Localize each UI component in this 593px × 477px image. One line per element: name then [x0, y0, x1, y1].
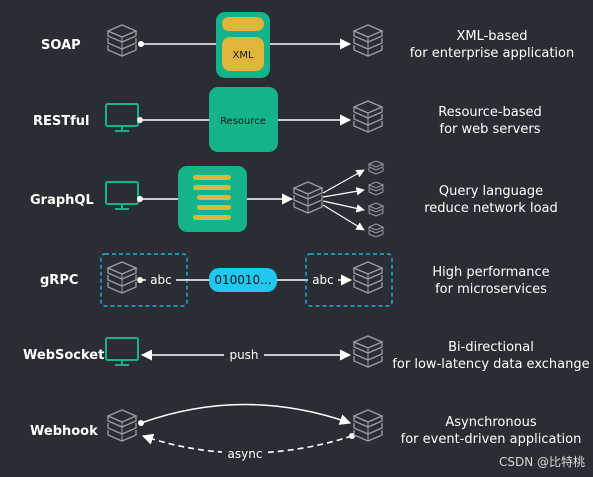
soap-envelope-header: [222, 17, 264, 31]
server-stack-icon: [368, 223, 384, 238]
grpc-right-label: abc: [312, 273, 334, 287]
grpc-arrow-origin: [137, 277, 143, 283]
row-soap: SOAP XML XML-based for enterprise applic…: [41, 12, 574, 78]
grpc-binary-label: 010010...: [214, 273, 271, 287]
soap-arrow-origin: [138, 41, 144, 47]
watermark: CSDN @比特桃: [499, 454, 585, 469]
resource-label: Resource: [220, 116, 266, 127]
server-stack-icon: [368, 160, 384, 175]
grpc-desc-line-1: High performance: [432, 265, 549, 280]
grpc-right-label-bg: [308, 271, 338, 289]
server-stack-icon: [107, 409, 137, 442]
webhook-async-label: async: [228, 447, 263, 461]
monitor-icon: [105, 181, 139, 210]
query-line: [193, 215, 231, 220]
webhook-desc-line-1: Asynchronous: [445, 415, 536, 430]
grpc-server-stub: [305, 253, 393, 307]
grpc-binary-pill: [209, 268, 277, 292]
grpc-desc-line-2: for microservices: [435, 282, 547, 297]
graphql-arrow-origin: [137, 196, 143, 202]
graphql-desc-line-2: reduce network load: [424, 201, 558, 216]
graphql-fanout-arrow: [322, 187, 365, 198]
server-stack-icon: [353, 100, 383, 133]
server-stack-icon: [353, 24, 383, 57]
webhook-arrow-origin: [138, 420, 144, 426]
row-label-graphql: GraphQL: [30, 193, 94, 208]
row-label-soap: SOAP: [41, 38, 81, 53]
monitor-icon: [105, 103, 139, 132]
websocket-desc-line-1: Bi-directional: [448, 340, 534, 355]
websocket-push-label: push: [229, 348, 258, 362]
server-stack-icon: [107, 261, 137, 294]
soap-envelope-body: [222, 37, 264, 71]
graphql-fanout-arrow: [322, 169, 365, 194]
graphql-desc-line-1: Query language: [439, 184, 543, 199]
restful-desc-line-2: for web servers: [440, 122, 541, 137]
grpc-left-label-bg: [146, 271, 176, 289]
graphql-fanout-arrow: [322, 200, 365, 213]
soap-desc-line-2: for enterprise application: [410, 46, 575, 61]
xml-label: XML: [232, 50, 253, 61]
row-grpc: gRPC abc 010010... abc High performance …: [40, 253, 550, 307]
server-stack-icon: [368, 202, 384, 217]
websocket-desc-line-2: for low-latency data exchange: [392, 357, 589, 372]
server-stack-icon: [368, 181, 384, 196]
row-graphql: GraphQL Query language reduce network lo…: [30, 160, 558, 238]
webhook-request-arrow: [140, 403, 352, 425]
server-stack-icon: [353, 261, 383, 294]
server-stack-icon: [353, 409, 383, 442]
server-stack-icon: [293, 181, 323, 214]
query-line: [193, 185, 231, 190]
query-line: [197, 205, 231, 210]
restful-desc-line-1: Resource-based: [438, 105, 542, 120]
row-webhook: Webhook async Asynchronous for event-dri…: [30, 403, 582, 463]
websocket-label-bg: [224, 346, 264, 364]
row-label-restful: RESTful: [33, 114, 90, 129]
query-line: [193, 175, 231, 180]
server-stack-icon: [107, 24, 137, 57]
webhook-desc-line-2: for event-driven application: [401, 432, 582, 447]
restful-arrow-origin: [137, 117, 143, 123]
graphql-fanout-arrow: [322, 204, 365, 231]
grpc-left-label: abc: [150, 273, 172, 287]
soap-desc-line-1: XML-based: [456, 29, 527, 44]
monitor-icon: [105, 337, 139, 366]
query-line: [197, 195, 231, 200]
server-stack-icon: [353, 335, 383, 368]
row-label-webhook: Webhook: [30, 424, 98, 439]
row-label-grpc: gRPC: [40, 273, 78, 288]
row-restful: RESTful Resource Resource-based for web …: [33, 87, 542, 152]
webhook-label-bg: [222, 445, 268, 463]
row-label-websocket: WebSocket: [23, 348, 104, 363]
resource-box: [209, 87, 278, 152]
row-websocket: WebSocket push Bi-directional for low-la…: [23, 335, 590, 372]
